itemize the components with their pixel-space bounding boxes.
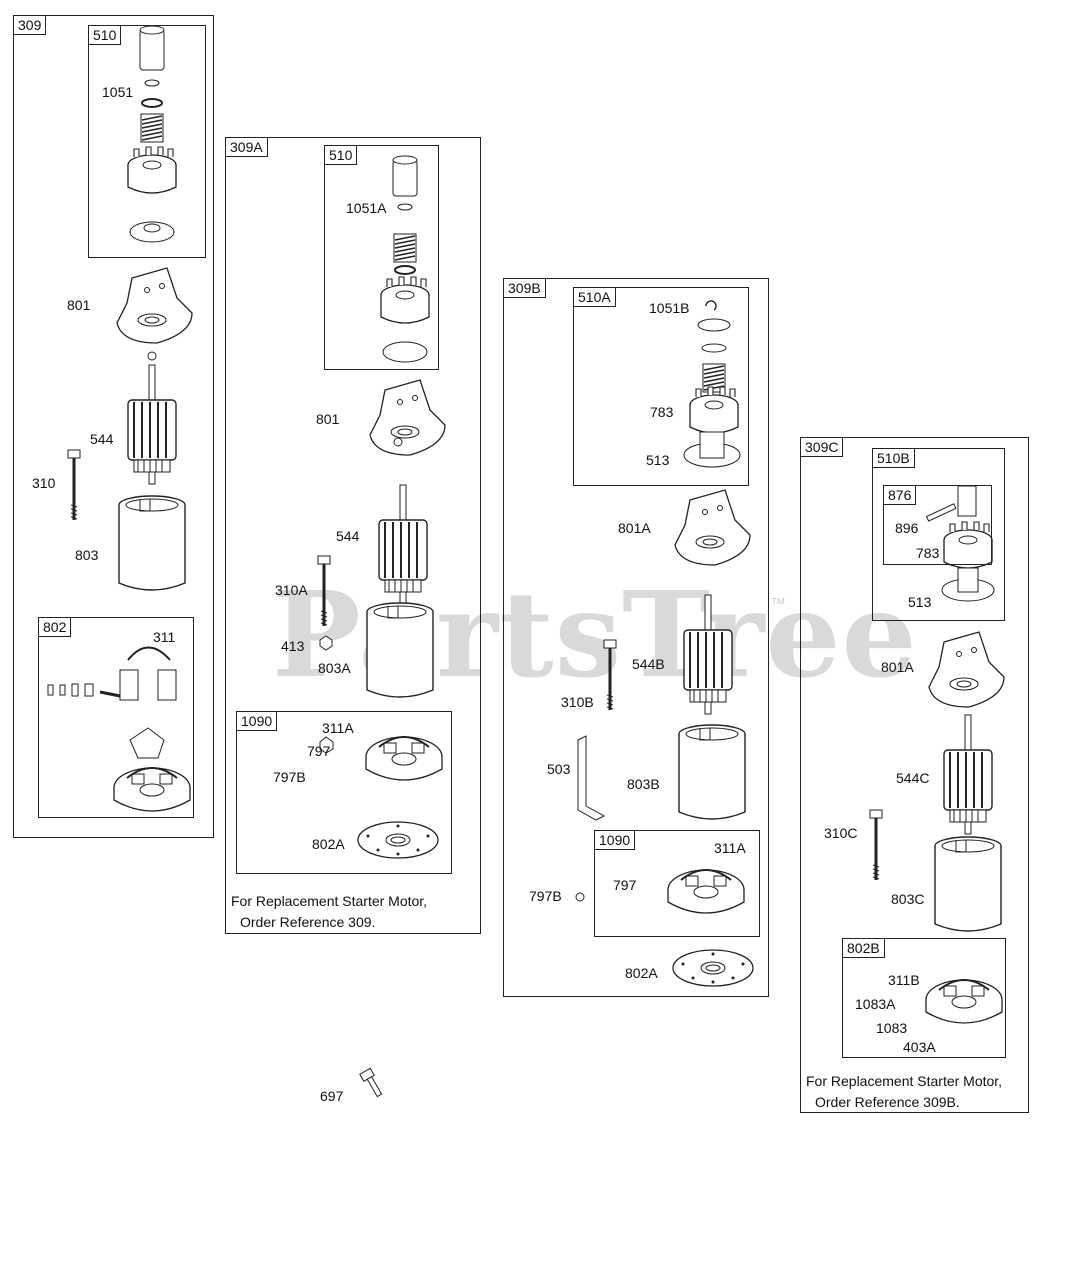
subgroup-802B — [842, 938, 1006, 1058]
part-label: 1051A — [346, 200, 387, 216]
part-label: 310A — [275, 582, 308, 598]
part-label: 403A — [903, 1039, 936, 1055]
part-label: 544C — [896, 770, 930, 786]
subgroup-510-tag: 510 — [324, 145, 358, 165]
subgroup-510-tag: 510 — [88, 25, 122, 45]
subgroup-1090 — [236, 711, 452, 874]
part-label: 801 — [67, 297, 91, 313]
part-label: 801A — [881, 659, 914, 675]
part-label: 513 — [908, 594, 932, 610]
note-line-2: Order Reference 309. — [240, 914, 376, 930]
part-label: 803 — [75, 547, 99, 563]
replacement-note: For Replacement Starter Motor, Order Ref… — [806, 1071, 1002, 1113]
subgroup-510A — [573, 287, 749, 486]
part-label: 311A — [714, 840, 746, 856]
part-label: 1051B — [649, 300, 690, 316]
subgroup-510A-tag: 510A — [573, 287, 616, 307]
part-label: 783 — [916, 545, 940, 561]
trademark-symbol: ™ — [770, 596, 786, 613]
part-label: 797B — [273, 769, 306, 785]
part-label: 1083A — [855, 996, 896, 1012]
subgroup-1090-tag: 1090 — [594, 830, 636, 850]
subgroup-802-tag: 802 — [38, 617, 72, 637]
replacement-note: For Replacement Starter Motor, Order Ref… — [231, 891, 427, 933]
group-309C-tag: 309C — [800, 437, 844, 457]
group-309C — [800, 437, 1029, 1113]
subgroup-1090-tag: 1090 — [236, 711, 278, 731]
part-label: 544 — [90, 431, 114, 447]
subgroup-510 — [324, 145, 439, 370]
subgroup-802 — [38, 617, 194, 818]
part-label: 797 — [307, 743, 331, 759]
subgroup-510B — [872, 448, 1005, 621]
subgroup-876-tag: 876 — [883, 485, 917, 505]
part-label: 803C — [891, 891, 925, 907]
part-label: 503 — [547, 761, 571, 777]
note-line-1: For Replacement Starter Motor, — [806, 1073, 1003, 1089]
part-label: 803B — [627, 776, 660, 792]
group-309 — [13, 15, 214, 838]
part-label: 413 — [281, 638, 305, 654]
part-label: 802A — [625, 965, 658, 981]
part-label: 801A — [618, 520, 651, 536]
subgroup-876 — [883, 485, 992, 565]
part-label: 544 — [336, 528, 360, 544]
part-label: 311A — [322, 720, 354, 736]
part-label: 1051 — [102, 84, 134, 100]
note-line-1: For Replacement Starter Motor, — [231, 893, 428, 909]
part-label: 513 — [646, 452, 670, 468]
part-label: 310C — [824, 825, 858, 841]
part-label: 311 — [153, 629, 176, 645]
part-label: 310B — [561, 694, 594, 710]
group-309B-tag: 309B — [503, 278, 546, 298]
subgroup-802B-tag: 802B — [842, 938, 885, 958]
subgroup-1090 — [594, 830, 760, 937]
part-label: 1083 — [876, 1020, 908, 1036]
part-label: 797B — [529, 888, 562, 904]
part-label: 311B — [888, 972, 920, 988]
subgroup-510 — [88, 25, 206, 258]
part-label: 797 — [613, 877, 637, 893]
group-309A-tag: 309A — [225, 137, 268, 157]
part-label: 310 — [32, 475, 56, 491]
part-label: 896 — [895, 520, 919, 536]
part-label: 544B — [632, 656, 665, 672]
part-label: 802A — [312, 836, 345, 852]
group-309A — [225, 137, 481, 934]
part-label: 783 — [650, 404, 674, 420]
group-309B — [503, 278, 769, 997]
group-309-tag: 309 — [13, 15, 47, 35]
part-label: 803A — [318, 660, 351, 676]
subgroup-510B-tag: 510B — [872, 448, 915, 468]
note-line-2: Order Reference 309B. — [815, 1094, 960, 1110]
part-label: 801 — [316, 411, 340, 427]
part-label: 697 — [320, 1088, 344, 1104]
